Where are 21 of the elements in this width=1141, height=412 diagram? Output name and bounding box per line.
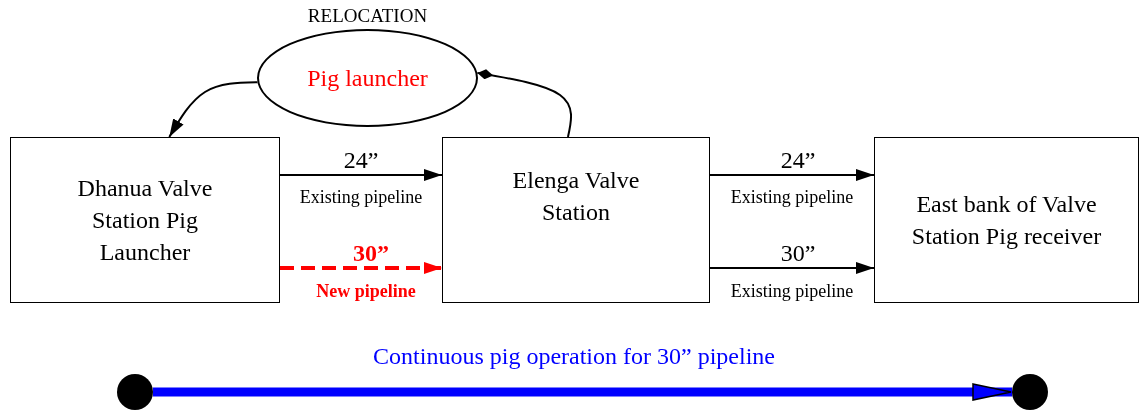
ellipse-node xyxy=(257,29,478,127)
station-box xyxy=(442,137,710,303)
arrow xyxy=(709,169,875,181)
pipeline-note: Existing pipeline xyxy=(730,186,854,208)
endpoint-dot xyxy=(117,374,153,410)
station-box xyxy=(874,137,1139,303)
dashed-arrow xyxy=(280,261,442,274)
station-box xyxy=(10,137,280,303)
pipeline-note: Existing pipeline xyxy=(299,186,423,208)
pipeline-note: New pipeline xyxy=(316,280,416,302)
pipeline-note: Existing pipeline xyxy=(730,280,854,302)
node-label: East bank of Valve Station Pig receiver xyxy=(910,190,1103,251)
node-label: Pig launcher xyxy=(307,64,428,93)
thick-arrow xyxy=(153,383,1012,401)
node-label: RELOCATION xyxy=(307,5,428,27)
arrow xyxy=(279,169,443,181)
node-label: Dhanua Valve Station Pig Launcher xyxy=(76,174,214,267)
arrow xyxy=(709,261,875,274)
endpoint-dot xyxy=(1012,374,1048,410)
node-label: Elenga Valve Station xyxy=(511,166,641,227)
arrow xyxy=(168,81,259,138)
